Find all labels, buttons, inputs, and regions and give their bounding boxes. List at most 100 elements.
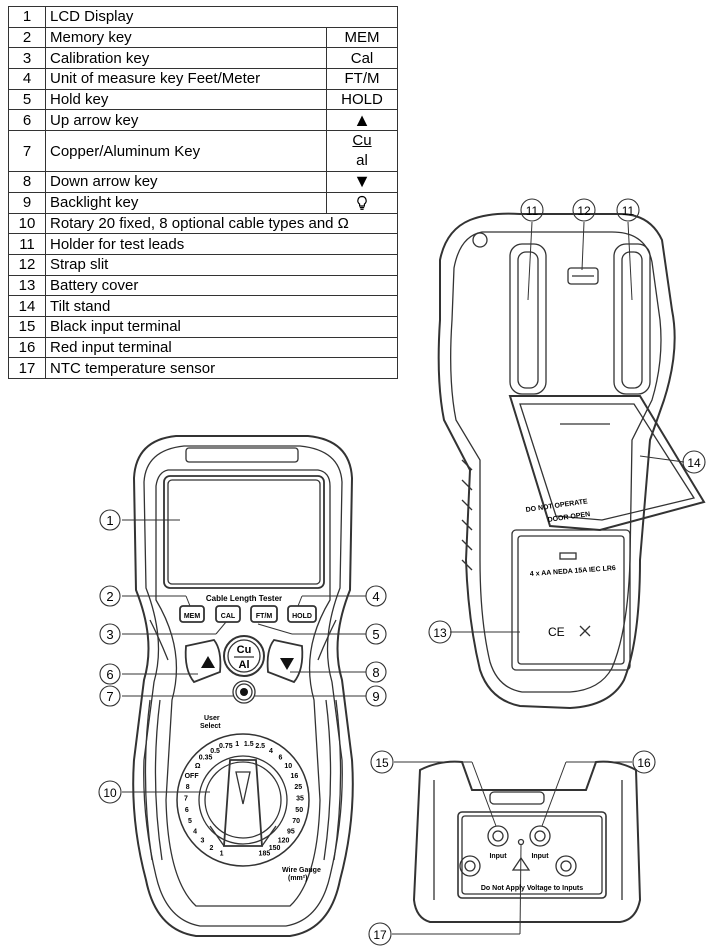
- row-key: HOLD: [326, 88, 398, 111]
- callout-number: 14: [687, 456, 701, 470]
- row-name: Hold key: [45, 88, 327, 111]
- dial-position-label: 5: [188, 818, 192, 825]
- dial-user: User: [204, 715, 220, 722]
- dial-unit: (mm²): [288, 875, 307, 882]
- bottom-view: [412, 760, 642, 923]
- ce-mark: CE: [548, 625, 565, 639]
- callout-number: 17: [373, 928, 387, 942]
- row-number: 11: [8, 233, 46, 255]
- hold-button: [287, 605, 317, 623]
- dial-position-label: 4: [193, 829, 197, 836]
- callout-number: 16: [637, 756, 651, 770]
- dial-position-label: 50: [295, 807, 303, 814]
- dial-position-label: 185: [259, 850, 271, 857]
- dial-position-label: 0.75: [219, 743, 233, 750]
- mem-button: [179, 605, 205, 623]
- dial-position-label: 10: [284, 763, 292, 770]
- dial-position-label: 70: [292, 818, 300, 825]
- callout-number: 5: [372, 627, 379, 642]
- dial-position-label: OFF: [185, 773, 200, 780]
- front-view: [132, 435, 354, 937]
- row-key: FT/M: [326, 68, 398, 90]
- down-arrow-icon: ▼: [326, 171, 398, 193]
- back-view: [437, 212, 706, 710]
- callout-number: 8: [372, 665, 379, 680]
- black-input-terminal: [487, 825, 509, 847]
- dial-position-label: 7: [184, 795, 188, 802]
- row-name: Unit of measure key Feet/Meter: [45, 68, 327, 90]
- dial-position-label: 8: [186, 784, 190, 791]
- up-arrow-icon: [201, 656, 215, 668]
- row-number: 16: [8, 336, 46, 359]
- bottom-warning: Do Not Apply Voltage to Inputs: [481, 885, 583, 892]
- row-number: 7: [8, 130, 46, 173]
- dial-position-label: 95: [287, 829, 295, 836]
- row-name: Black input terminal: [45, 315, 398, 338]
- cal-button: [215, 605, 241, 623]
- row-name: Tilt stand: [45, 295, 398, 317]
- lcd-display: [163, 475, 325, 589]
- dial-position-label: 150: [269, 845, 281, 852]
- key-al: al: [356, 152, 368, 170]
- cal-label: CAL: [221, 613, 236, 620]
- dial-position-label: Ω: [195, 763, 201, 770]
- dial-position-label: 1: [220, 850, 224, 857]
- dial-position-label: 1.5: [244, 741, 254, 748]
- row-name: Up arrow key: [45, 109, 327, 132]
- row-name: NTC temperature sensor: [45, 357, 398, 379]
- key-cu: Cu: [352, 132, 372, 150]
- callout-number: 10: [103, 786, 117, 800]
- red-input-terminal: [529, 825, 551, 847]
- battery-spec: 4 x AA NEDA 15A IEC LR6: [530, 565, 616, 578]
- ntc-sensor: [517, 838, 525, 846]
- dial-position-label: 0.5: [210, 748, 220, 755]
- row-name: Copper/Aluminum Key: [45, 130, 327, 173]
- callout-number: 2: [106, 589, 113, 604]
- rotary-dial: [176, 733, 310, 867]
- ftm-label: FT/M: [256, 613, 272, 620]
- lightbulb-icon: [357, 196, 367, 211]
- callout-number: 6: [106, 667, 113, 682]
- callout-number: 15: [375, 756, 389, 770]
- dial-position-label: 6: [185, 807, 189, 814]
- dial-position-label: 16: [291, 773, 299, 780]
- input-right-label: Input: [531, 853, 549, 860]
- row-key: MEM: [326, 26, 398, 49]
- row-key: Cu al: [326, 130, 398, 173]
- row-name: Down arrow key: [45, 171, 327, 193]
- callout-markers: [98, 198, 706, 946]
- callout-number: 4: [372, 589, 379, 604]
- callout-number: 11: [526, 204, 539, 218]
- up-arrow-icon: ▲: [326, 109, 398, 132]
- row-name: Holder for test leads: [45, 233, 398, 255]
- device-title: Cable Length Tester: [206, 594, 282, 603]
- callout-number: 13: [433, 626, 447, 640]
- dial-position-label: 120: [278, 838, 290, 845]
- hold-label: HOLD: [292, 613, 312, 620]
- callout-number: 11: [622, 204, 635, 218]
- lightbulb-icon: [240, 688, 248, 696]
- dial-position-label: 35: [296, 795, 304, 802]
- callout-number: 1: [106, 513, 113, 528]
- dial-position-label: 25: [294, 784, 302, 791]
- callout-number: 9: [372, 689, 379, 704]
- ftm-button: [250, 605, 278, 623]
- row-name: Backlight key: [45, 191, 327, 214]
- cu-label: Cu: [237, 644, 252, 656]
- row-number: 17: [8, 357, 46, 379]
- dial-position-label: 6: [278, 755, 282, 762]
- al-label: Al: [239, 659, 250, 671]
- mem-label: MEM: [184, 613, 201, 620]
